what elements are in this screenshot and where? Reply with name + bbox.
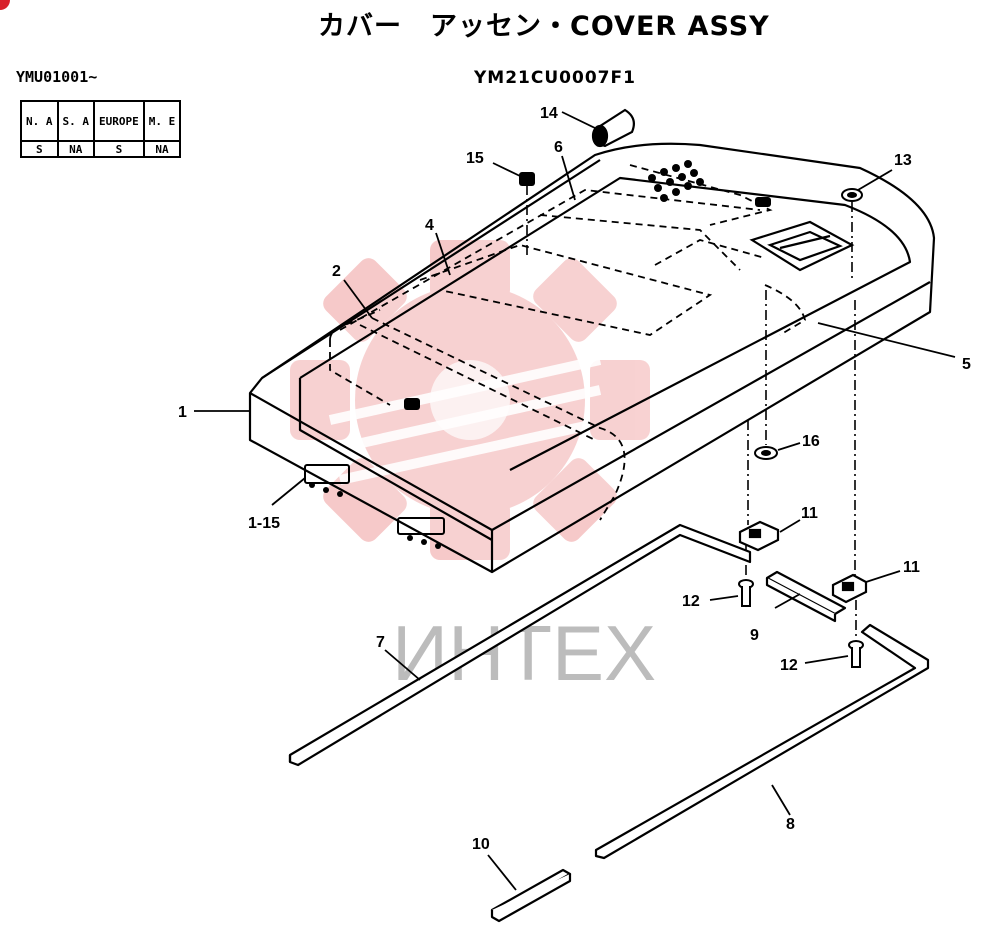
part-9-seal-strip	[765, 570, 847, 623]
callout-14: 14	[540, 105, 558, 122]
region-value-na: S	[20, 140, 59, 158]
part-14-cap	[591, 108, 635, 148]
region-header-me: M. E	[142, 100, 182, 142]
callout-12-right: 12	[780, 657, 798, 674]
callout-15: 15	[466, 150, 484, 167]
callout-1-15: 1-15	[248, 515, 280, 532]
callout-8: 8	[786, 816, 795, 833]
region-value-sa: NA	[56, 140, 95, 158]
callout-11-upper: 11	[801, 505, 818, 522]
part-8-seal-strip	[594, 623, 930, 860]
region-header-na: N. A	[20, 100, 59, 142]
cover-internal-dashed	[329, 164, 807, 521]
callout-2: 2	[332, 263, 341, 280]
leader-lines	[194, 111, 956, 891]
part-12-bolt	[738, 579, 864, 668]
diagram-title: カバー アッセン・COVER ASSY	[318, 11, 770, 42]
part-15-plug	[519, 172, 535, 186]
part-7-seal-strip	[288, 523, 752, 767]
region-value-europe: S	[93, 140, 145, 158]
callout-11-lower: 11	[903, 559, 920, 576]
callout-16: 16	[802, 433, 820, 450]
callout-9: 9	[750, 627, 759, 644]
callout-7: 7	[376, 634, 385, 651]
callout-10: 10	[472, 836, 490, 853]
cover-grille	[648, 160, 704, 202]
callout-12-left: 12	[682, 593, 700, 610]
region-value-me: NA	[142, 140, 182, 158]
watermark-gear-hub	[430, 360, 510, 440]
cover-latch	[404, 197, 771, 410]
callout-4: 4	[425, 217, 434, 234]
corner-badge	[0, 0, 10, 10]
callout-13: 13	[894, 152, 912, 169]
region-header-sa: S. A	[56, 100, 95, 142]
serial-range: YMU01001~	[16, 68, 98, 86]
hinge-parts	[304, 464, 445, 549]
callout-1: 1	[178, 404, 187, 421]
cover-body	[248, 142, 936, 574]
callout-5: 5	[962, 356, 971, 373]
region-table: N. A S. A EUROPE M. E S NA S NA	[20, 100, 182, 158]
drawing-number: YM21CU0007F1	[474, 68, 636, 88]
callout-6: 6	[554, 139, 563, 156]
part-11-bracket	[738, 520, 868, 604]
part-13-nut	[841, 188, 863, 202]
part-16-washer	[754, 446, 778, 460]
region-header-europe: EUROPE	[93, 100, 145, 142]
part-10-seal-strip	[490, 868, 572, 923]
